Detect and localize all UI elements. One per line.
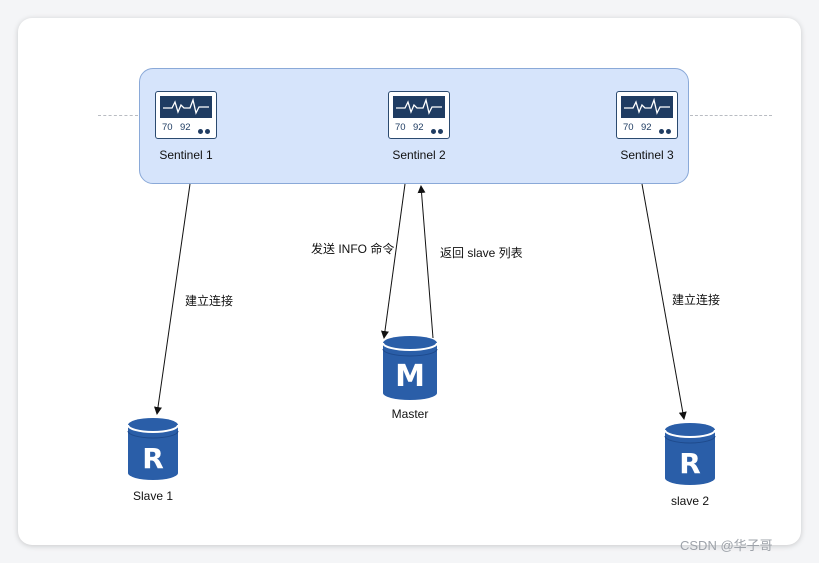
- monitor-readout-a: 70: [395, 122, 406, 133]
- arrow-sentinel3-to-slave2: [641, 183, 687, 420]
- master-letter: M: [395, 359, 425, 394]
- edge-label-return-slave-list: 返回 slave 列表: [440, 246, 523, 260]
- heartbeat-icon: [396, 97, 442, 115]
- sentinel-3-monitor-icon: 70 92: [616, 91, 678, 139]
- monitor-readout-b: 92: [641, 122, 652, 133]
- dashed-connector-right: [690, 115, 772, 116]
- slave1-letter: R: [142, 442, 164, 475]
- edge-label-send-info: 发送 INFO 命令: [311, 242, 395, 256]
- arrow-sentinel2-to-master: [380, 183, 406, 339]
- slave2-label: slave 2: [670, 494, 710, 508]
- sentinel-2-monitor-icon: 70 92: [388, 91, 450, 139]
- arrow-master-to-sentinel2: [417, 185, 434, 339]
- monitor-readout-a: 70: [623, 122, 634, 133]
- slave2-database-icon: R: [664, 423, 716, 485]
- monitor-readout-a: 70: [162, 122, 173, 133]
- arrow-sentinel1-to-slave1: [154, 183, 191, 415]
- heartbeat-icon: [624, 97, 670, 115]
- slave2-letter: R: [679, 447, 701, 480]
- slave1-label: Slave 1: [132, 489, 174, 503]
- watermark: CSDN @华子哥: [680, 538, 773, 553]
- sentinel-1-label: Sentinel 1: [159, 148, 213, 162]
- dashed-connector-left: [98, 115, 138, 116]
- slave1-database-icon: R: [127, 418, 179, 480]
- monitor-readout-b: 92: [413, 122, 424, 133]
- master-label: Master: [391, 407, 429, 421]
- sentinel-1-monitor-icon: 70 92: [155, 91, 217, 139]
- monitor-readout-b: 92: [180, 122, 191, 133]
- sentinel-2-label: Sentinel 2: [392, 148, 446, 162]
- sentinel-3-label: Sentinel 3: [620, 148, 674, 162]
- edge-label-connect-slave1: 建立连接: [185, 294, 234, 308]
- master-database-icon: M: [382, 336, 438, 400]
- heartbeat-icon: [163, 97, 209, 115]
- edge-label-connect-slave2: 建立连接: [672, 293, 721, 307]
